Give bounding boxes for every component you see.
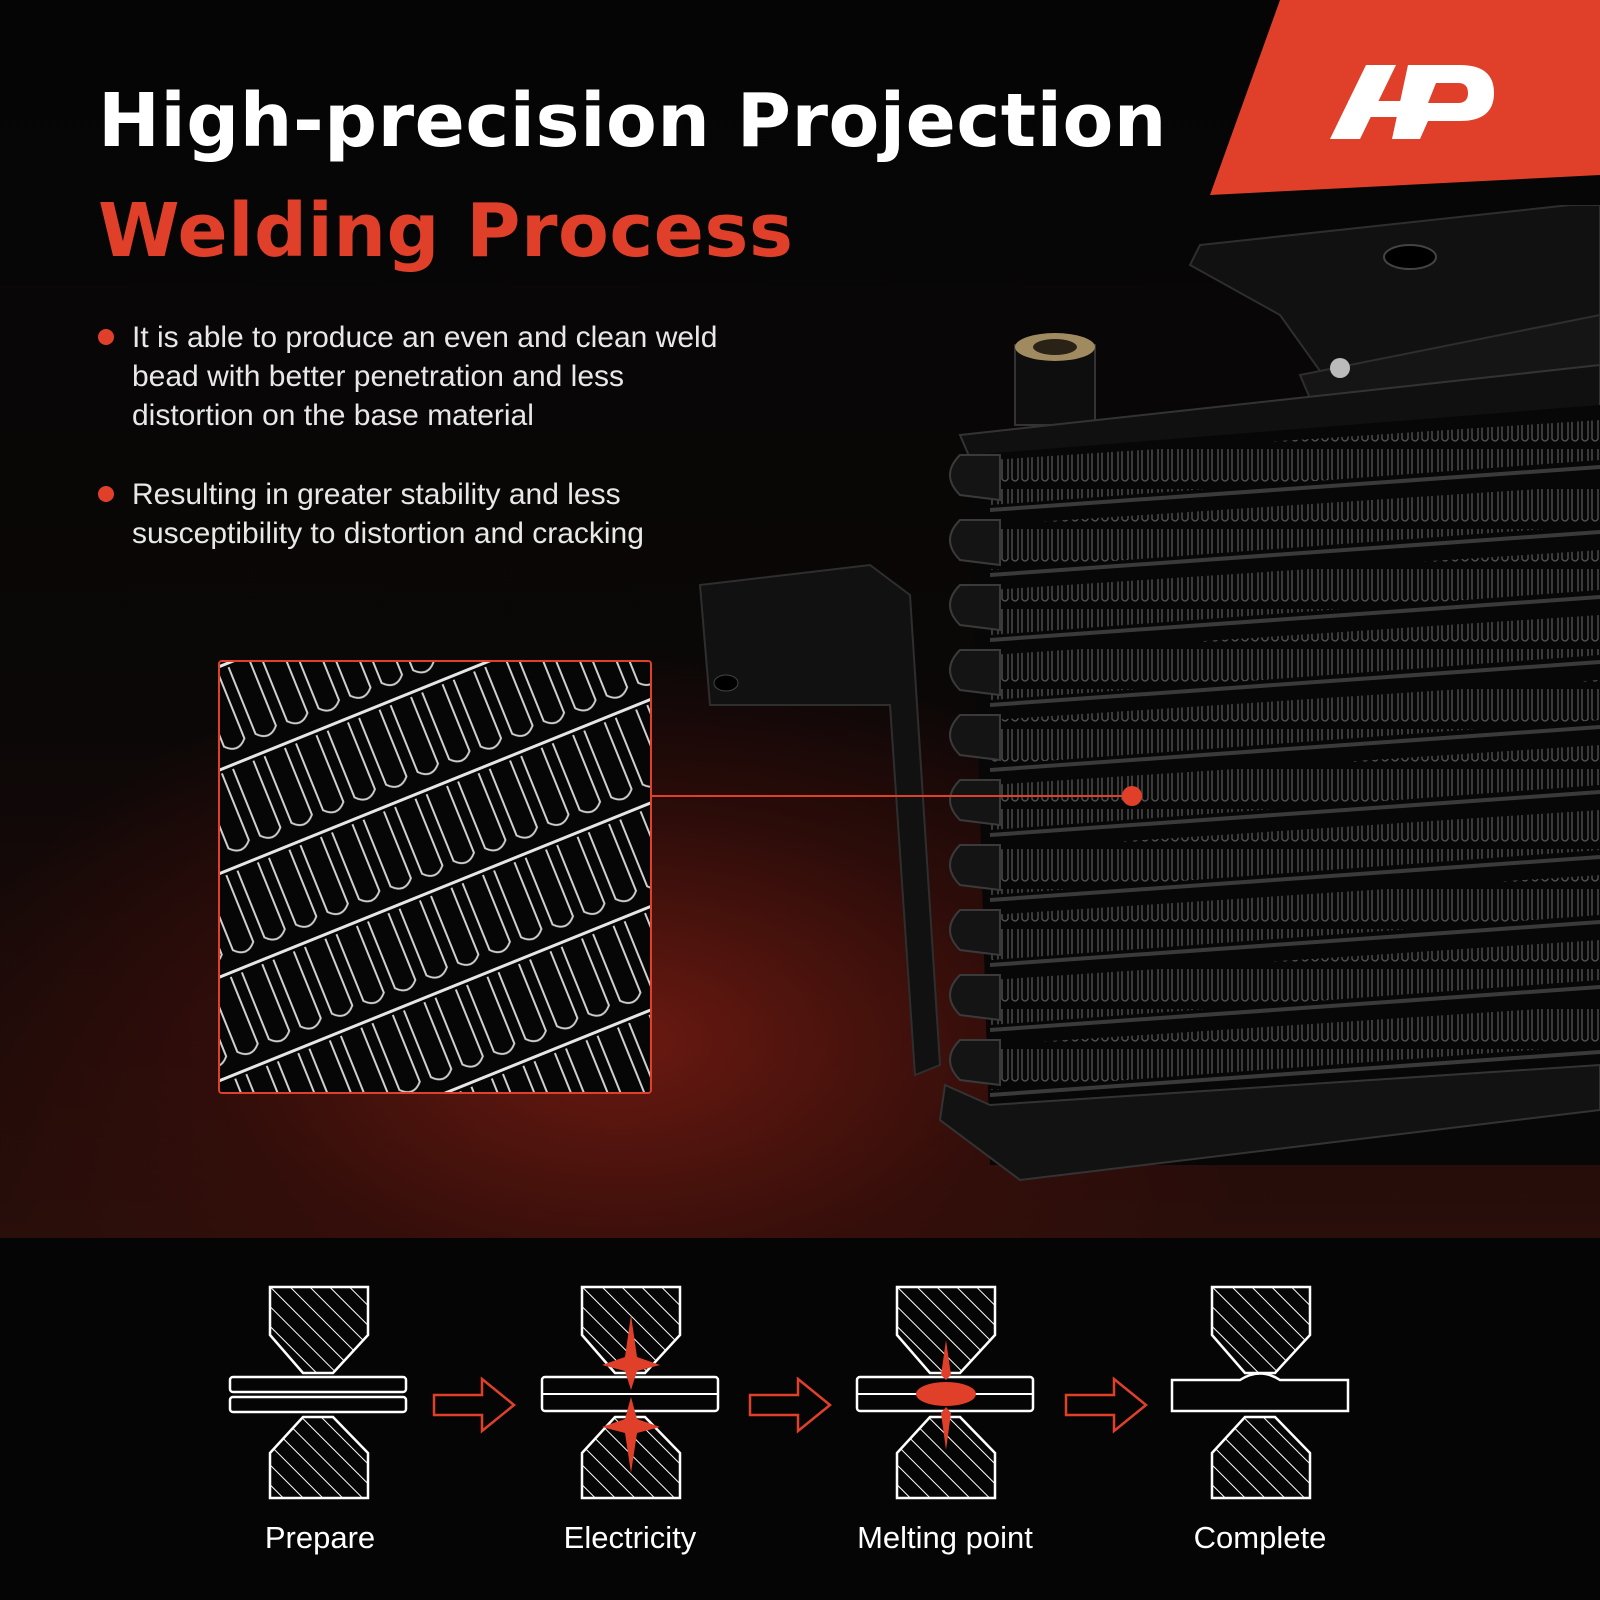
step-complete bbox=[1170, 1285, 1350, 1500]
complete-icon bbox=[1170, 1285, 1350, 1500]
arrow-right-icon bbox=[432, 1376, 516, 1434]
title-line-1: High-precision Projection bbox=[98, 78, 1167, 164]
step-label: Melting point bbox=[857, 1520, 1033, 1555]
feature-text: Resulting in greater stability and less … bbox=[132, 478, 644, 550]
fin-detail-zoom bbox=[218, 660, 652, 1094]
process-steps-band bbox=[0, 1238, 1600, 1600]
arrow-right-icon bbox=[748, 1376, 832, 1434]
feature-item: Resulting in greater stability and less … bbox=[98, 475, 738, 553]
a-premium-logo-icon bbox=[1330, 65, 1494, 139]
step-melting-point bbox=[855, 1285, 1035, 1500]
electricity-icon bbox=[540, 1285, 720, 1500]
title-line-2: Welding Process bbox=[98, 188, 794, 274]
step-label: Complete bbox=[1193, 1520, 1327, 1555]
oil-cooler-image bbox=[698, 205, 1600, 1182]
melting-point-icon bbox=[855, 1285, 1035, 1500]
fin-detail-image bbox=[220, 662, 650, 1092]
callout-line bbox=[650, 795, 1130, 797]
step-electricity bbox=[540, 1285, 720, 1500]
step-prepare bbox=[228, 1285, 408, 1500]
prepare-icon bbox=[228, 1285, 408, 1500]
feature-text: It is able to produce an even and clean … bbox=[132, 321, 718, 432]
brand-badge bbox=[1210, 0, 1600, 195]
arrow-right-icon bbox=[1064, 1376, 1148, 1434]
step-label: Electricity bbox=[563, 1520, 697, 1555]
feature-list: It is able to produce an even and clean … bbox=[98, 318, 738, 593]
feature-item: It is able to produce an even and clean … bbox=[98, 318, 738, 435]
step-label: Prepare bbox=[264, 1520, 376, 1555]
bullet-dot-icon bbox=[98, 486, 114, 502]
callout-dot-icon bbox=[1122, 786, 1142, 806]
bullet-dot-icon bbox=[98, 329, 114, 345]
